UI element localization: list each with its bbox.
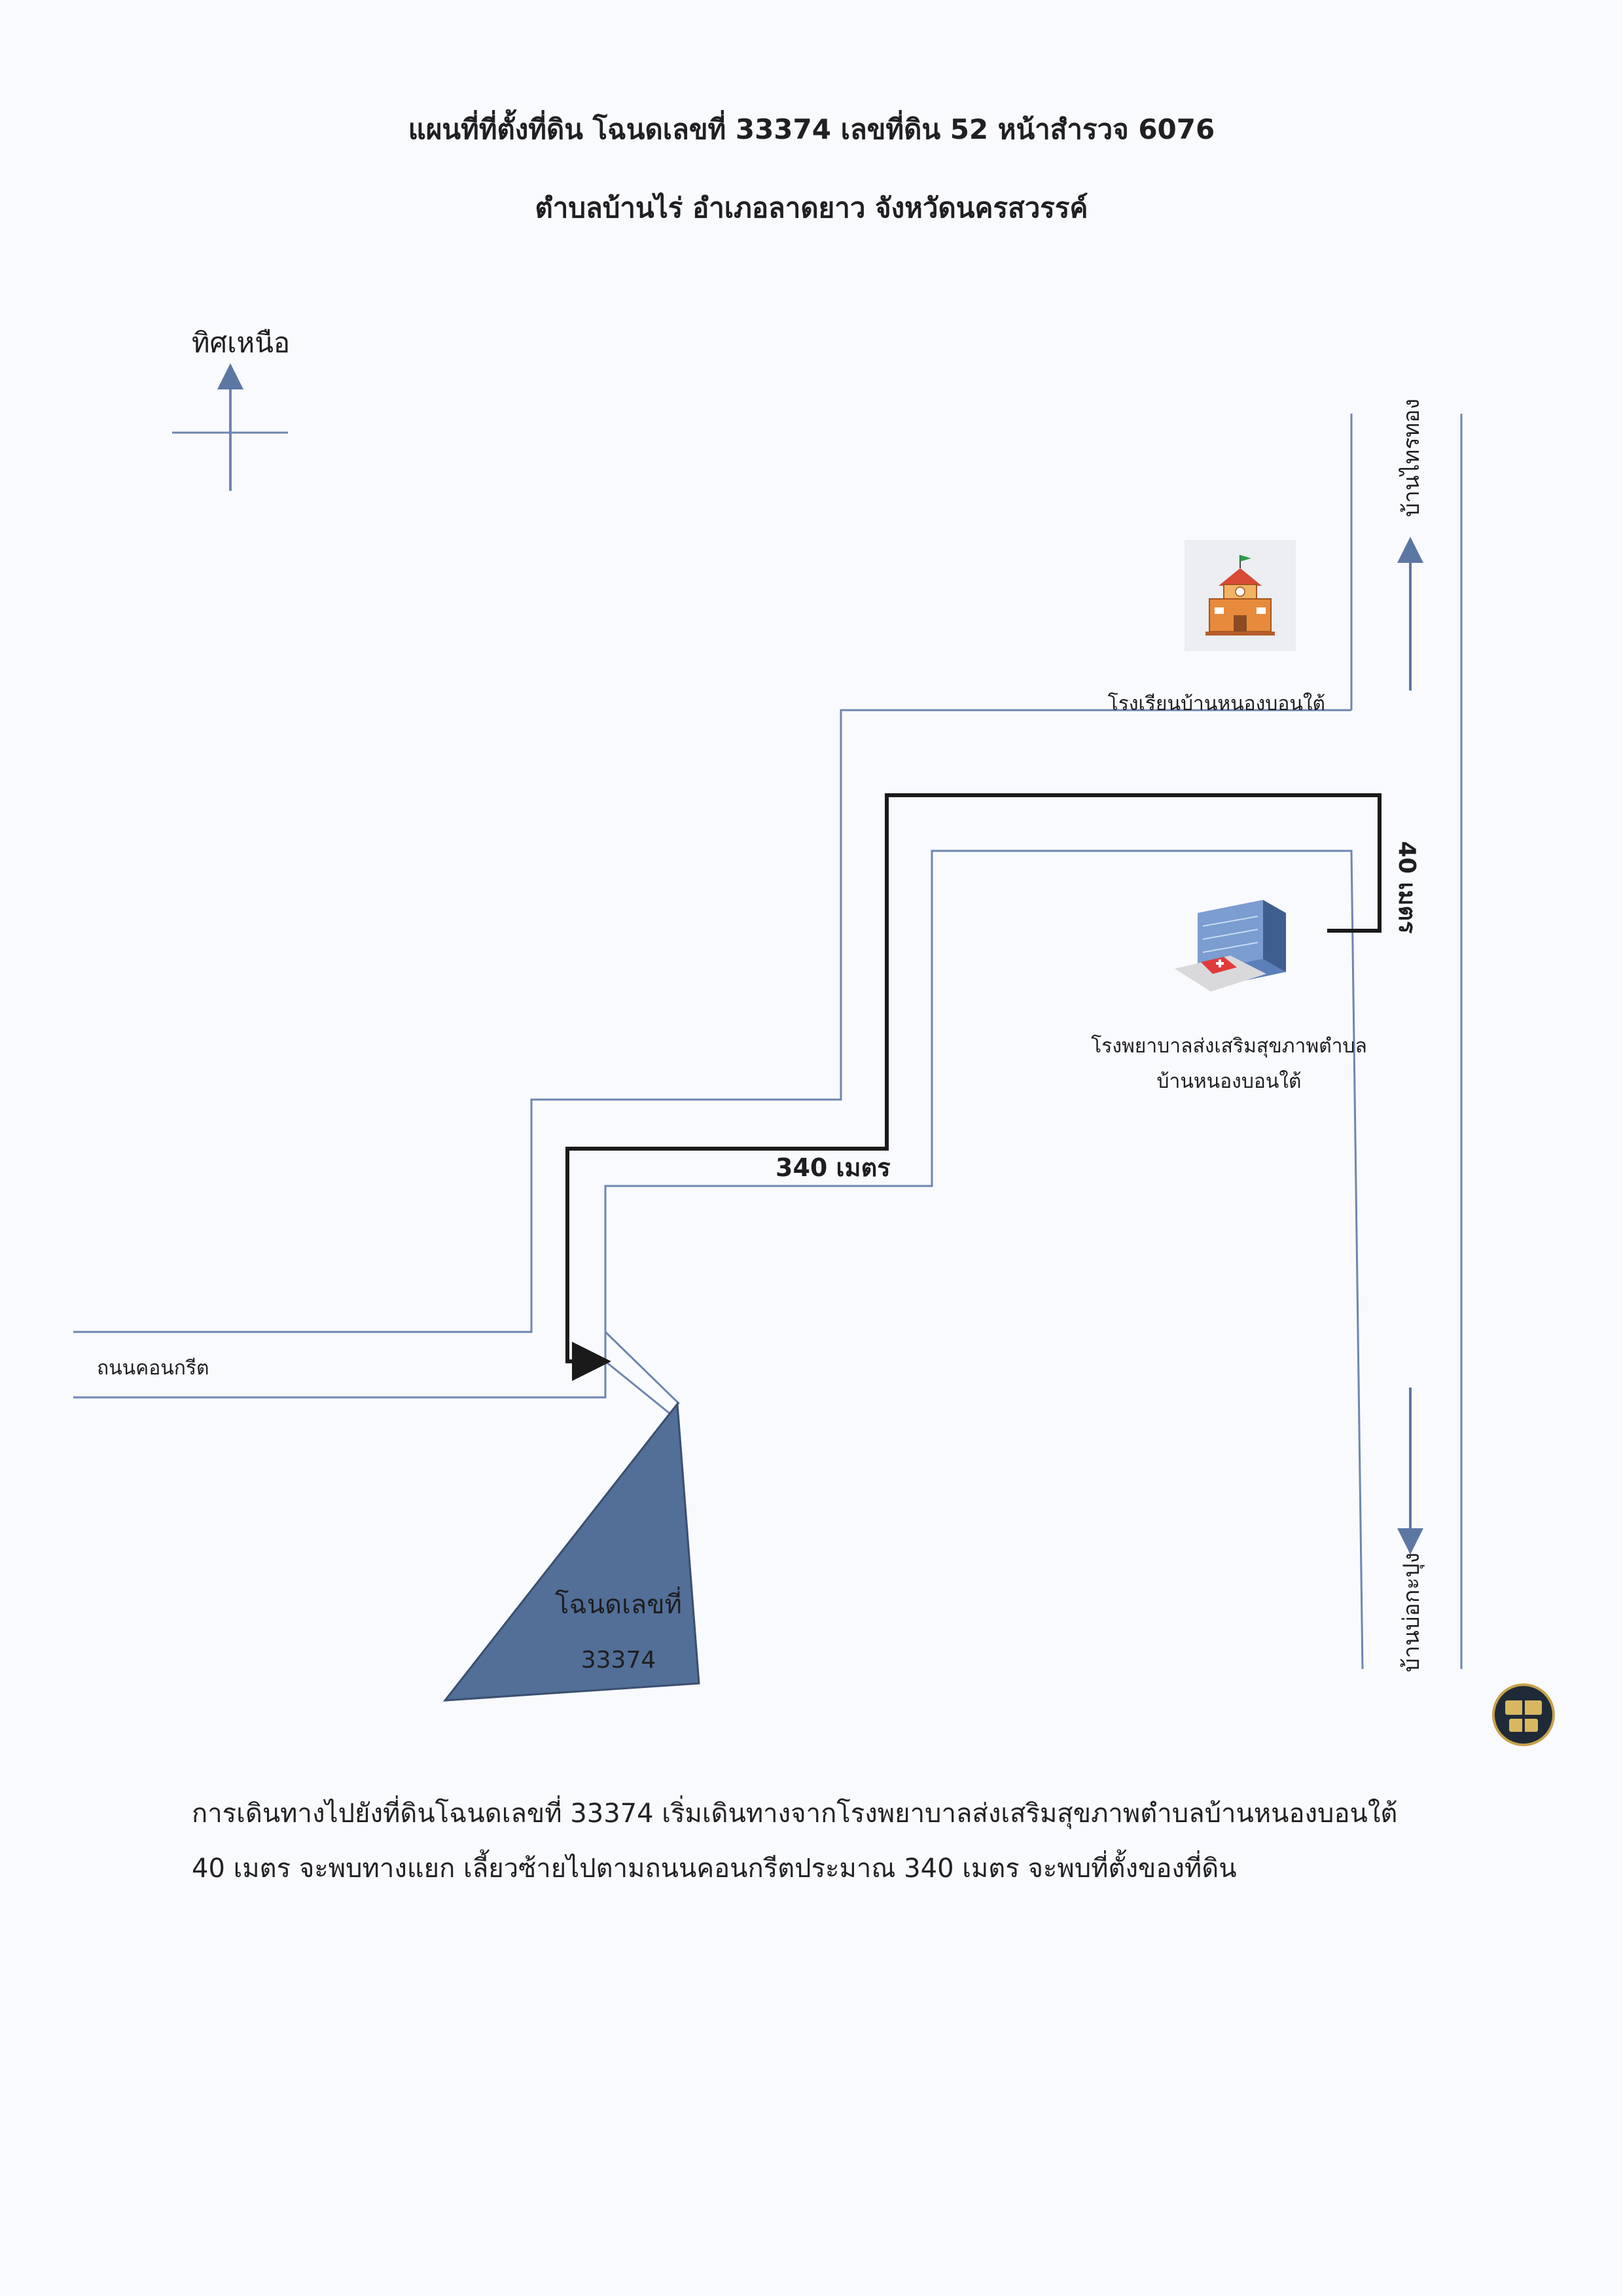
distance-340-label: 340 เมตร	[776, 1153, 891, 1182]
directions-text-line1: การเดินทางไปยังที่ดินโฉนดเลขที่ 33374 เร…	[192, 1799, 1398, 1829]
concrete-road-north-edge	[73, 709, 1351, 1333]
school-icon	[1185, 540, 1296, 651]
direction-south-label: บ้านบ่อกะปุง	[1399, 1552, 1425, 1672]
hospital-label-line2: บ้านหนองบอนใต้	[1156, 1070, 1301, 1093]
distance-40-label: 40 เมตร	[1393, 841, 1420, 934]
document-subtitle: ตำบลบ้านไร่ อำเภอลาดยาว จังหวัดนครสวรรค์	[535, 192, 1088, 224]
main-highway	[73, 414, 1463, 1670]
parcel-access-edge-2	[605, 1360, 675, 1418]
route-line	[565, 793, 1382, 1381]
north-indicator: ทิศเหนือ	[172, 327, 290, 491]
document-title: แผนที่ที่ตั้งที่ดิน โฉนดเลขที่ 33374 เลข…	[408, 113, 1215, 145]
school-label: โรงเรียนบ้านหนองบอนใต้	[1108, 692, 1325, 715]
concrete-road-label: ถนนคอนกรีต	[97, 1357, 209, 1380]
directions-text-line2: 40 เมตร จะพบทางแยก เลี้ยวซ้ายไปตามถนนคอน…	[192, 1854, 1237, 1884]
direction-north-label: บ้านไทรทอง	[1399, 399, 1425, 517]
hospital-label-line1: โรงพยาบาลส่งเสริมสุขภาพตำบล	[1091, 1034, 1367, 1058]
north-label: ทิศเหนือ	[192, 327, 290, 359]
parcel-label-line1: โฉนดเลขที่	[555, 1587, 682, 1620]
parcel-access-edge-1	[604, 1331, 681, 1405]
hospital-icon	[1175, 900, 1286, 992]
department-seal-logo	[1492, 1683, 1555, 1746]
parcel-label-line2: 33374	[581, 1647, 656, 1674]
concrete-road-south-edge	[73, 850, 1364, 1670]
land-parcel	[442, 1401, 700, 1702]
